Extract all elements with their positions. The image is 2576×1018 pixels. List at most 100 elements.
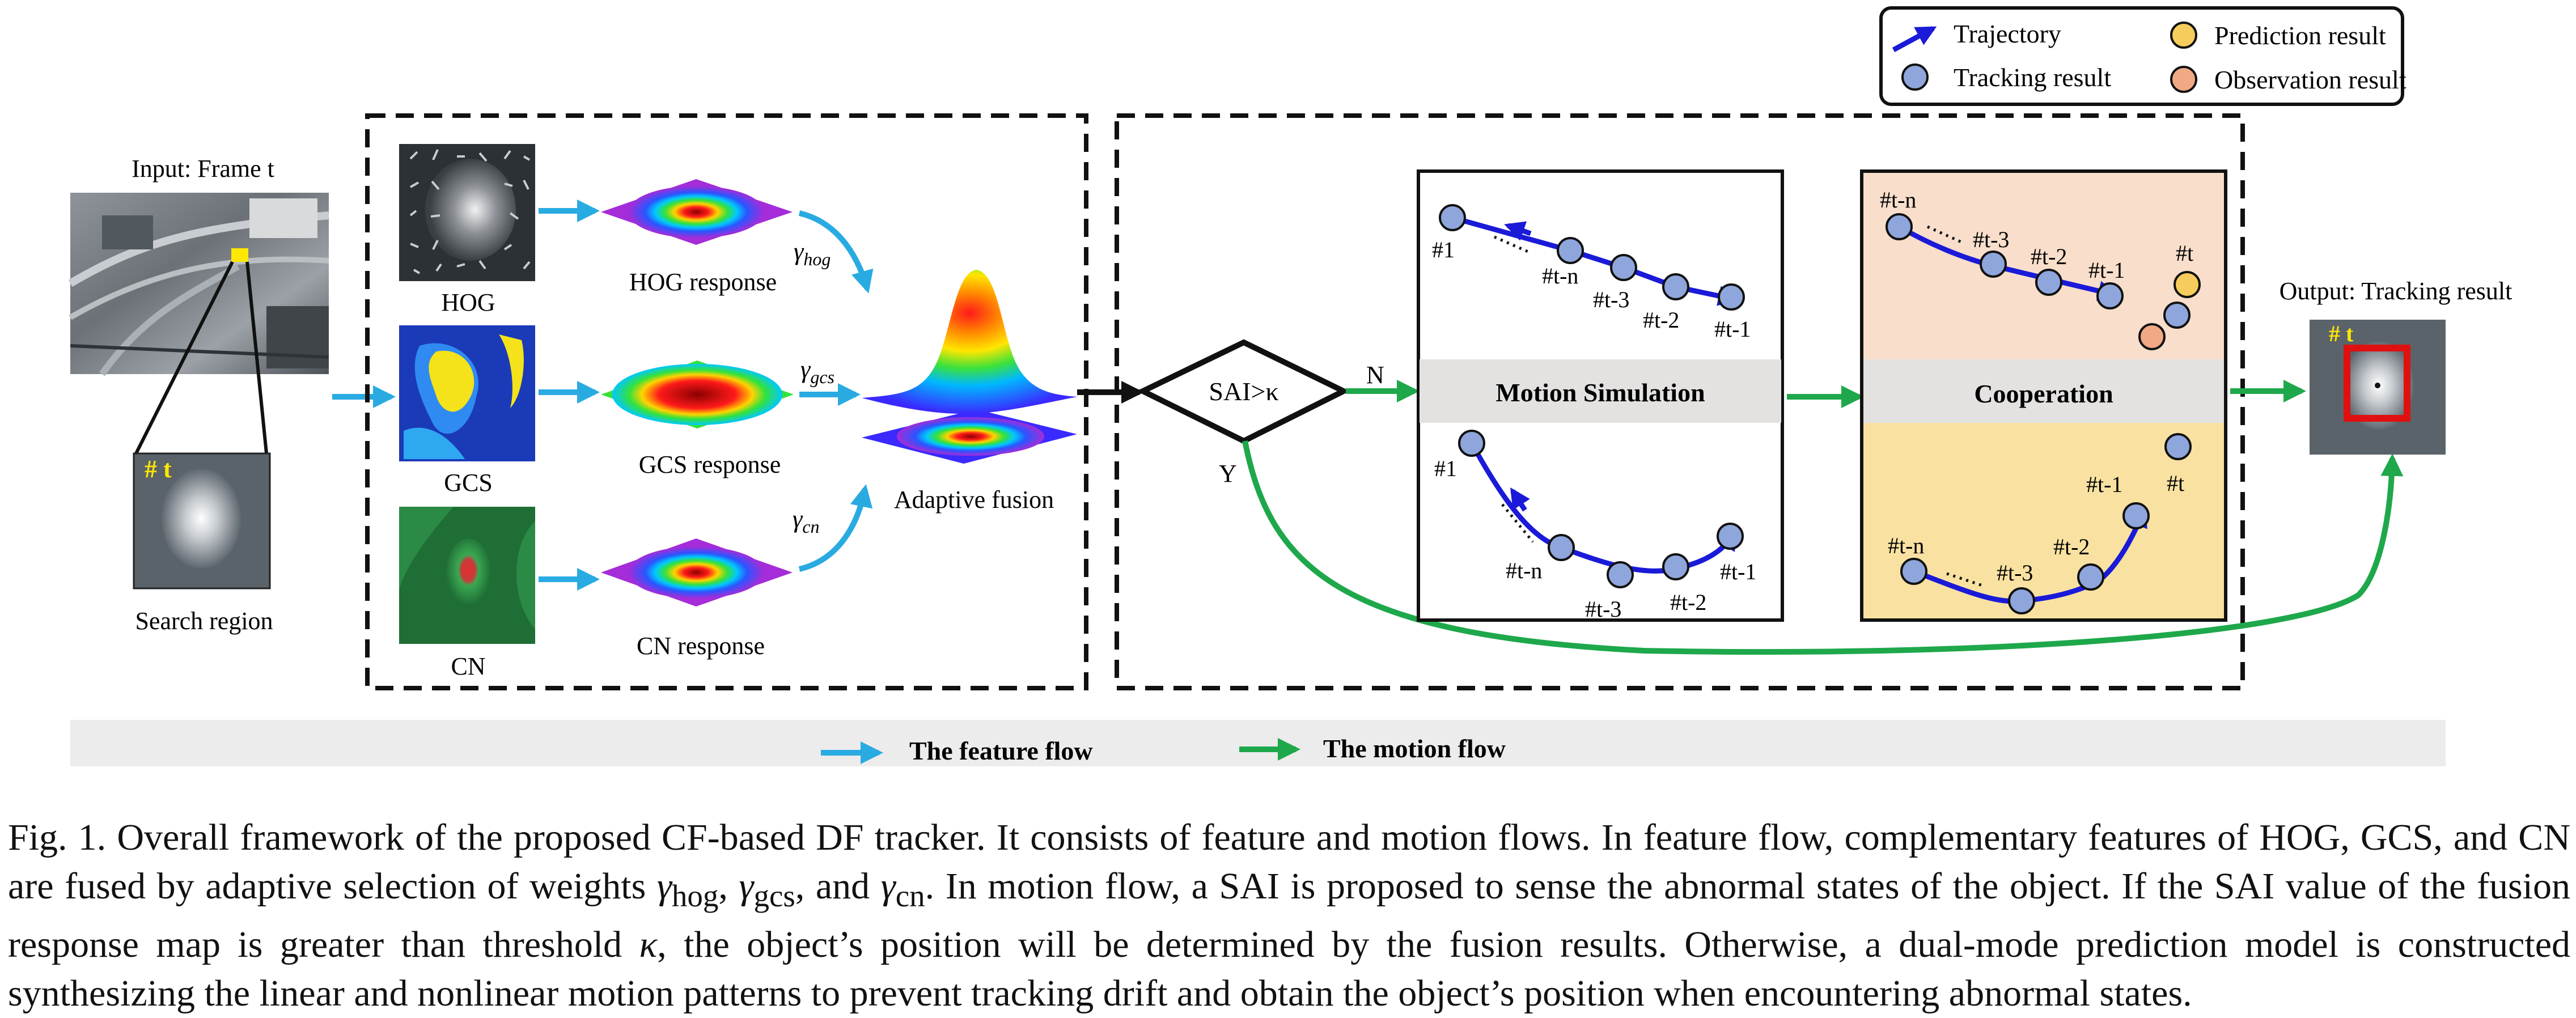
search-frame-tag: # t xyxy=(145,455,172,483)
coop-top-label-t3: #t-3 xyxy=(1973,227,2009,252)
gcs-response-map xyxy=(601,360,794,429)
sim-bottom-node-1 xyxy=(1458,430,1485,457)
sim-bottom-node-tn xyxy=(1548,534,1575,561)
legend: Trajectory Tracking result Prediction re… xyxy=(1879,6,2406,106)
sai-decision-diamond xyxy=(1136,339,1350,444)
sim-bottom-label-1: #1 xyxy=(1434,456,1457,481)
gamma-cn-label: γcn xyxy=(793,505,820,537)
sim-bottom-node-t1 xyxy=(1717,523,1744,550)
gamma-gcs-label: γgcs xyxy=(800,355,834,387)
coop-top-node-t2 xyxy=(2035,269,2062,296)
hog-response-map xyxy=(601,179,793,245)
gcs-response-label: GCS response xyxy=(639,451,781,478)
output-frame-tag: # t xyxy=(2329,321,2354,346)
coop-top-prediction-node xyxy=(2174,271,2201,298)
trajectory-legend-icon xyxy=(1892,26,1937,52)
tracking-box xyxy=(2344,345,2410,422)
sim-bottom-label-t2: #t-2 xyxy=(1670,589,1706,615)
coop-bottom-node-t1 xyxy=(2122,502,2150,529)
coop-bottom-node-t3 xyxy=(2008,587,2035,614)
sim-top-label-t2: #t-2 xyxy=(1643,307,1679,333)
cn-label: CN xyxy=(451,652,485,680)
coop-bottom-label-t2: #t-2 xyxy=(2053,534,2090,559)
hog-label: HOG xyxy=(441,289,495,316)
coop-bottom-node-tn xyxy=(1900,558,1927,585)
output-tracking-image xyxy=(2310,320,2446,455)
coop-top-tracking-node xyxy=(2163,302,2191,329)
coop-bottom-label-t1: #t-1 xyxy=(2086,472,2122,497)
sim-top-node-tn xyxy=(1557,237,1584,264)
framework-diagram: Trajectory Tracking result Prediction re… xyxy=(68,6,2513,766)
coop-top-label-t2: #t-2 xyxy=(2031,244,2067,269)
coop-top-label-t: #t xyxy=(2176,240,2193,266)
tracking-result-legend-icon xyxy=(1901,63,1929,91)
output-title: Output: Tracking result xyxy=(2280,277,2513,305)
gamma-hog-arrow xyxy=(798,210,874,294)
sim-top-node-1 xyxy=(1439,204,1466,231)
hog-feature-image xyxy=(399,144,535,281)
search-region-image xyxy=(133,452,271,589)
coop-bottom-trajectory xyxy=(1913,506,2147,604)
gcs-label: GCS xyxy=(444,469,493,497)
cn-response-label: CN response xyxy=(637,632,765,660)
adaptive-fusion-map xyxy=(862,270,1077,464)
sai-decision-label: SAI>κ xyxy=(1209,377,1278,406)
prediction-result-legend-icon xyxy=(2170,22,2197,49)
sim-bottom-node-t3 xyxy=(1607,561,1634,588)
motion-simulation-title: Motion Simulation xyxy=(1495,378,1705,407)
sim-top-label-t3: #t-3 xyxy=(1593,287,1629,312)
observation-result-legend-icon xyxy=(2170,66,2197,93)
coop-top-node-t3 xyxy=(1980,251,2007,278)
sim-top-node-t3 xyxy=(1610,254,1637,281)
coop-bottom-label-t3: #t-3 xyxy=(1997,560,2033,586)
gcs-feature-image xyxy=(399,325,535,461)
feature-flow-box xyxy=(365,113,1088,690)
legend-tracking-label: Tracking result xyxy=(1954,63,2111,92)
flow-legend-band: The feature flow The motion flow xyxy=(70,720,2446,766)
coop-top-label-t1: #t-1 xyxy=(2088,257,2125,283)
decision-yes-label: Y xyxy=(1219,460,1237,487)
target-marker xyxy=(231,248,248,262)
coop-top-node-tn xyxy=(1886,213,1913,240)
sim-top-direction-arrow xyxy=(1504,221,1532,241)
adaptive-fusion-label: Adaptive fusion xyxy=(894,486,1054,514)
motion-simulation-panel: Motion Simulation #1 #t-n #t-3 #t-2 #t-1… xyxy=(1417,169,1784,622)
cn-response-map xyxy=(601,538,793,606)
legend-observation-label: Observation result xyxy=(2214,65,2406,94)
sim-bottom-label-t3: #t-3 xyxy=(1585,596,1621,622)
figure-caption: Fig. 1. Overall framework of the propose… xyxy=(8,813,2570,1018)
motion-flow-legend-label: The motion flow xyxy=(1323,734,1506,763)
coop-bottom-label-t: #t xyxy=(2167,470,2184,496)
caption-text: Fig. 1. Overall framework of the propose… xyxy=(8,817,2570,1015)
sim-top-label-t1: #t-1 xyxy=(1714,316,1751,342)
input-frame-image xyxy=(68,193,329,376)
search-region-label: Search region xyxy=(135,607,273,635)
sim-top-label-tn: #t-n xyxy=(1542,263,1578,289)
coop-top-label-tn: #t-n xyxy=(1880,187,1916,213)
decision-no-label: N xyxy=(1366,361,1384,389)
sim-top-node-t2 xyxy=(1662,273,1689,300)
sim-top-label-1: #1 xyxy=(1432,237,1455,262)
input-title: Input: Frame t xyxy=(132,155,274,183)
tracking-center-dot xyxy=(2375,383,2380,388)
coop-bottom-node-t xyxy=(2164,433,2192,460)
cooperation-panel: Cooperation #t-n #t-3 #t-2 #t-1 #t #t-n … xyxy=(1860,169,2227,622)
decision-yes-arrow xyxy=(1242,440,2404,655)
feature-flow-legend-label: The feature flow xyxy=(909,736,1093,765)
cooperation-title: Cooperation xyxy=(1974,379,2113,408)
sim-bottom-node-t2 xyxy=(1662,553,1689,580)
sim-top-node-t1 xyxy=(1718,283,1745,311)
coop-bottom-node-t2 xyxy=(2077,563,2104,591)
gamma-cn-arrow xyxy=(798,484,873,572)
coop-bottom-label-tn: #t-n xyxy=(1888,533,1924,558)
sim-bottom-label-tn: #t-n xyxy=(1506,558,1542,583)
legend-prediction-label: Prediction result xyxy=(2214,21,2386,50)
cn-feature-image xyxy=(399,507,535,644)
sim-bottom-dots xyxy=(1501,503,1534,543)
gamma-hog-label: γhog xyxy=(794,237,831,269)
sim-bottom-direction-arrow xyxy=(1510,487,1530,512)
coop-top-node-t1 xyxy=(2096,282,2124,309)
coop-top-observation-node xyxy=(2138,323,2166,350)
input-section: Input: Frame t # t Search region xyxy=(68,155,396,635)
legend-trajectory-label: Trajectory xyxy=(1954,19,2061,48)
